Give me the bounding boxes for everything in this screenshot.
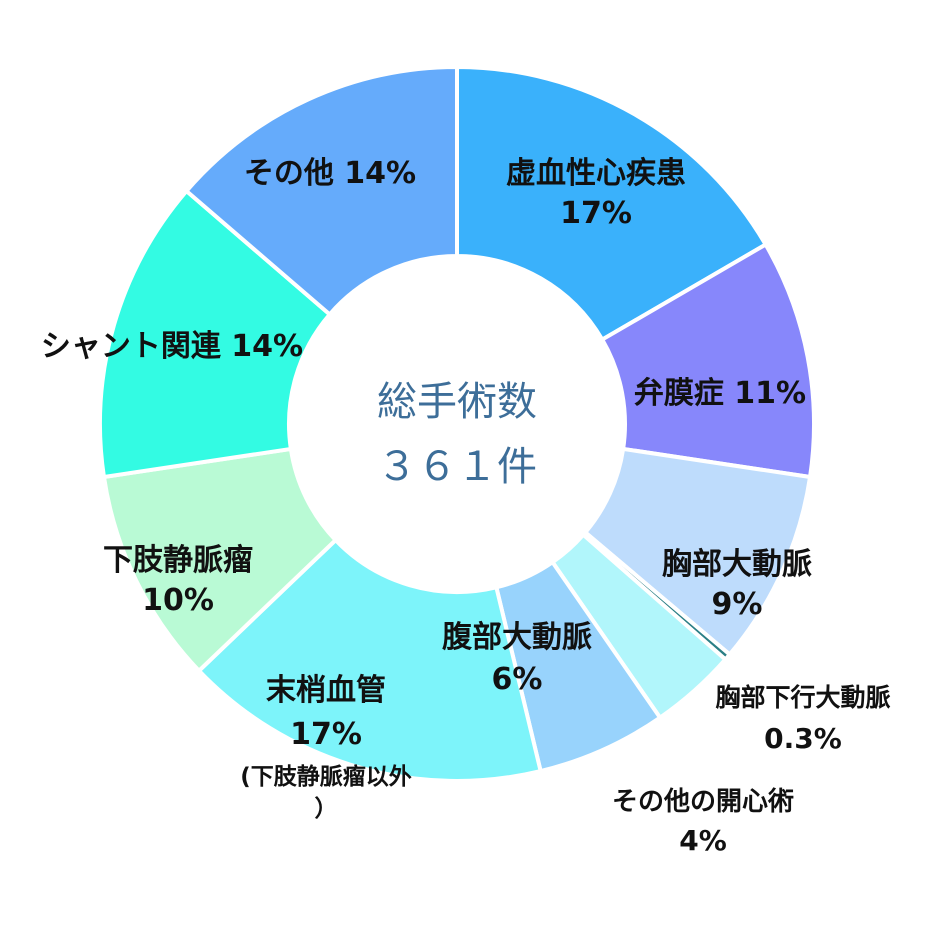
slice-label-6: 末梢血管 17% (下肢静脈瘤以外 ） xyxy=(240,673,412,822)
slice-label-4-line-0: その他の開心術 xyxy=(612,787,794,817)
slice-label-5-line-1: 6% xyxy=(492,662,543,697)
slice-0 xyxy=(455,64,769,343)
slice-label-0-line-0: 虚血性心疾患 xyxy=(506,156,686,191)
slice-label-3-line-1: 0.3% xyxy=(764,722,842,755)
slice-label-6-line-3: ） xyxy=(315,795,338,822)
center-label-line-2: ３６１件 xyxy=(377,444,537,490)
slice-label-2-line-0: 胸部大動脈 xyxy=(662,547,812,582)
slice-label-6-line-2: (下肢静脈瘤以外 xyxy=(240,763,412,790)
slice-label-8: シャント関連 14% xyxy=(41,329,303,364)
slice-label-9-line-0: その他 14% xyxy=(244,156,416,191)
slice-label-5-line-0: 腹部大動脈 xyxy=(442,620,592,655)
slice-label-1: 弁膜症 11% xyxy=(634,376,806,411)
slice-label-4: その他の開心術 4% xyxy=(612,787,794,857)
slice-label-6-line-1: 17% xyxy=(290,717,362,752)
center-label: 総手術数 ３６１件 xyxy=(377,379,537,490)
slice-label-3: 胸部下行大動脈 0.3% xyxy=(715,683,890,755)
slice-9 xyxy=(183,64,459,318)
slice-6 xyxy=(196,537,544,783)
slice-label-0-line-1: 17% xyxy=(560,196,632,231)
center-label-line-1: 総手術数 xyxy=(377,379,537,425)
slice-label-4-line-1: 4% xyxy=(679,824,727,857)
slice-labels: 虚血性心疾患 17% 弁膜症 11% 胸部大動脈 9% 胸部下行大動脈 0.3% その他の開心… xyxy=(41,156,891,857)
slice-label-0: 虚血性心疾患 17% xyxy=(506,156,686,231)
slice-label-7-line-1: 10% xyxy=(142,583,214,618)
slice-label-5: 腹部大動脈 6% xyxy=(442,620,592,697)
slice-label-8-line-0: シャント関連 14% xyxy=(41,329,303,364)
slice-label-3-line-0: 胸部下行大動脈 xyxy=(715,683,890,712)
slice-label-6-line-0: 末梢血管 xyxy=(266,673,386,708)
slice-label-2: 胸部大動脈 9% xyxy=(662,547,812,622)
slice-label-7-line-0: 下肢静脈瘤 xyxy=(103,543,253,578)
slice-label-7: 下肢静脈瘤 10% xyxy=(103,543,253,618)
slice-label-2-line-1: 9% xyxy=(712,587,763,622)
donut-slices xyxy=(98,64,816,783)
slice-1 xyxy=(599,241,816,480)
slice-label-1-line-0: 弁膜症 11% xyxy=(634,376,806,411)
slice-8 xyxy=(98,188,333,480)
slice-label-9: その他 14% xyxy=(244,156,416,191)
